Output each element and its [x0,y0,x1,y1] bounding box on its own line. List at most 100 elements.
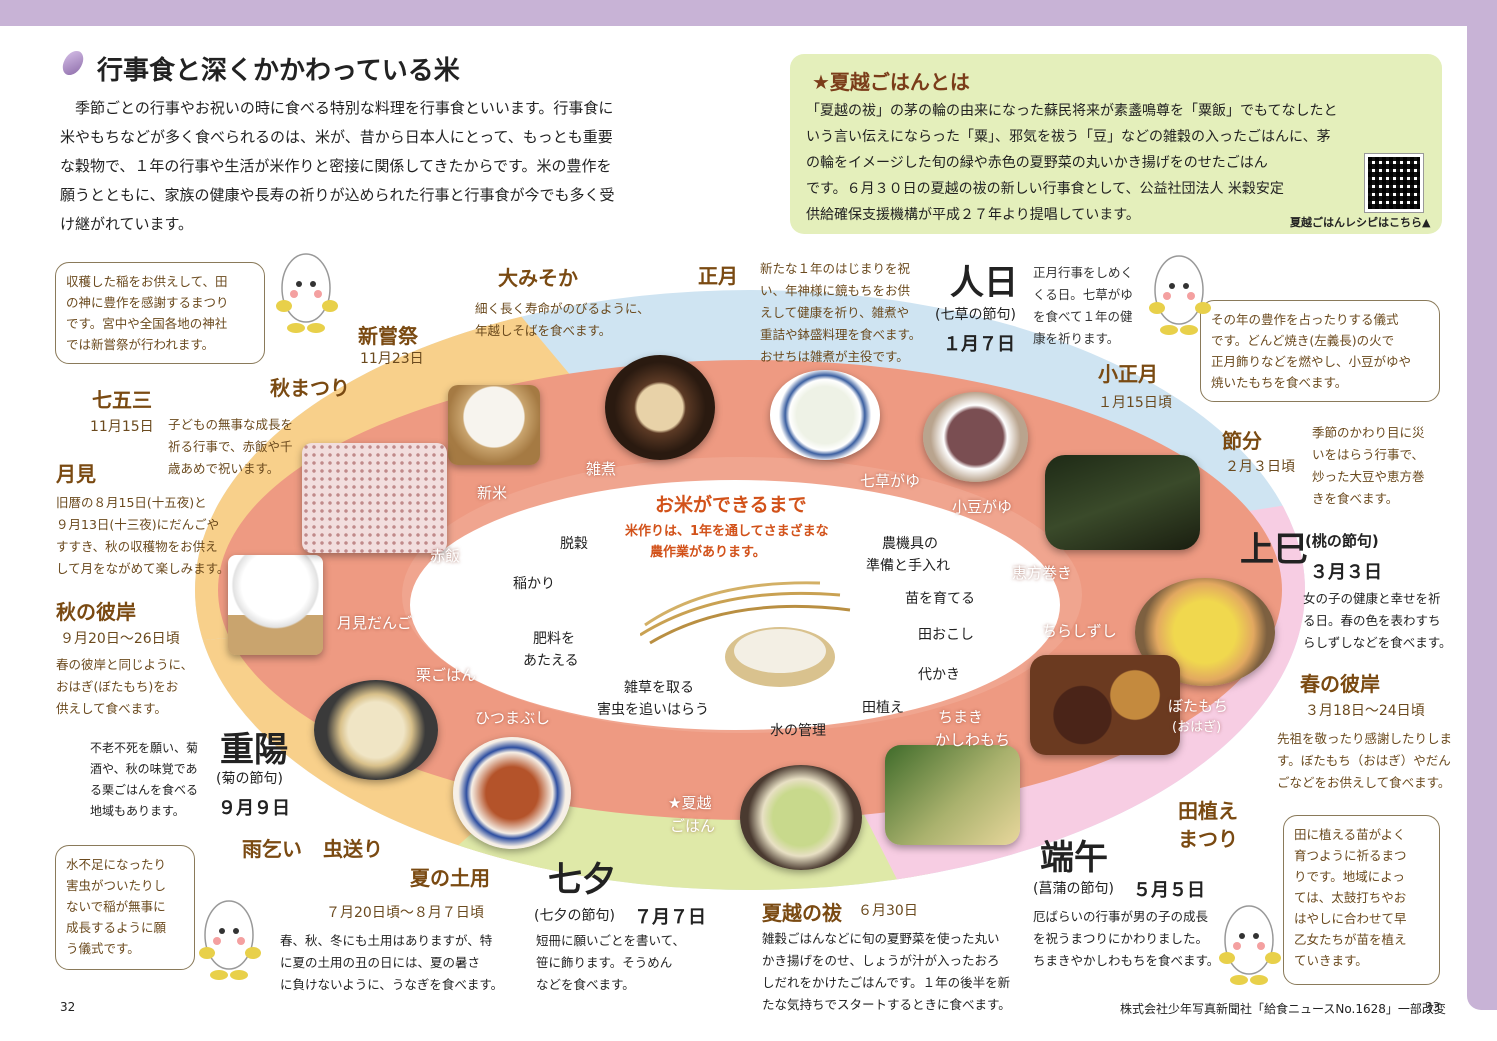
desc-line: 重詰や鉢盛料理を食べます。 [760,327,922,342]
nanakusa-photo [770,370,880,460]
step-dakkoku: 脱穀 [560,536,588,552]
leaf-icon [60,47,86,79]
bubble-line: の神に豊作を感謝するまつり [66,295,229,310]
bubble-line: ないで稲が無事に [66,899,166,914]
event-amagoi: 雨乞い [242,837,302,861]
date-koshogatsu: １月15日頃 [1098,395,1172,411]
qr-code-icon[interactable] [1364,153,1424,213]
food-label-nanakusa: 七草がゆ [860,472,921,490]
desc-line: 酒や、秋の味覚であ [90,762,198,776]
bubble-line: 焼いたもちを食べます。 [1211,375,1348,390]
food-label-chimaki: ちまき [938,708,984,726]
hitsumabushi-photo [453,737,571,849]
intro-line: 願うとともに、家族の健康や長寿の祈りが込められた行事と行事食が今でも多く受 [60,186,615,204]
food-label-chirashi: ちらしずし [1042,622,1117,640]
bubble-line: です。どんど焼き(左義長)の火で [1211,333,1395,348]
event-mushiokuri: 虫送り [323,837,383,861]
event-akimatsuri: 秋まつり [270,376,350,400]
date-jinjitsu: １月７日 [943,334,1015,355]
desc-line: 正月行事をしめく [1033,265,1134,280]
desc-tango: 厄ばらいの行事が男の子の成長 を祝うまつりにかわりました。 ちまきやかしわもちを… [1033,906,1219,972]
desc-jinjitsu: 正月行事をしめく くる日。七草がゆ を食べて１年の健 康を祈ります。 [1033,262,1133,350]
rice-character-icon [276,253,338,333]
date-choyo: ９月９日 [218,798,290,819]
nagoshi-line: です。６月３０日の夏越の祓の新しい行事食として、公益社団法人 米穀安定 [806,181,1284,197]
bubble-line: ていきます。 [1294,953,1368,968]
sekihan-photo [302,443,447,553]
step-taokoshi: 田おこし [918,627,974,643]
desc-line: 春の彼岸と同じように、 [56,657,194,672]
food-label-hitsumabushi: ひつまぶし [475,709,551,727]
bubble-line: 育つように祈るまつ [1294,848,1407,863]
bubble-niiname: 収穫した稲をお供えして、田 の神に豊作を感謝するまつり です。宮中や全国各地の神… [55,262,265,364]
desc-line: る栗ごはんを食べる [90,783,199,797]
nagoshi-box-title: ★夏越ごはんとは [812,70,970,94]
event-omisoka: 大みそか [498,266,578,290]
nagoshi-line: 「夏越の祓」の茅の輪の由来になった蘇民将来が素盞鳴尊を「粟飯」でもてなしたと [806,103,1338,119]
bubble-line: 水不足になったり [66,857,167,872]
event-doyo: 夏の土用 [410,866,490,890]
desc-tanabata: 短冊に願いごとを書いて、 笹に飾ります。そうめん などを食べます。 [536,930,685,996]
desc-line: たな気持ちでスタートするときに食べます。 [762,997,1011,1012]
desc-line: る日。春の色を表わすち [1303,613,1441,628]
desc-line: すすき、秋の収穫物をお供え [56,539,218,554]
desc-line: いをはらう行事で、 [1312,447,1425,462]
bubble-taue: 田に植える苗がよく 育つように祈るまつ りです。地域によっ ては、太鼓打ちやお … [1283,815,1440,985]
kurigohan-photo [314,680,438,780]
event-jinjitsu: 人日 [950,263,1018,303]
desc-choyo: 不老不死を願い、菊 酒や、秋の味覚であ る栗ごはんを食べる 地域もあります。 [90,738,198,822]
desc-line: きを食べます。 [1312,491,1399,506]
step-zasso: 雑草を取る [624,680,694,696]
desc-line: などを食べます。 [536,977,635,992]
bubble-line: 害虫がついたりし [66,878,167,893]
nagoshi-line: 供給確保支援機構が平成２７年より提唱しています。 [806,207,1140,223]
sub-tanabata: (七夕の節句) [534,908,615,924]
right-border-bar [1467,0,1497,1010]
rice-character-icon [1219,905,1281,985]
event-shichigosan: 七五三 [92,388,152,412]
date-haru-higan: ３月18日〜24日頃 [1305,703,1425,719]
event-joshi: 上巳 [1240,530,1308,570]
desc-line: かき揚げをのせ、しょうが汁が入ったおろ [762,953,1000,968]
page-number-right: 33 [1425,1000,1441,1014]
sub-jinjitsu: (七草の節句) [935,307,1016,323]
food-label-ohagi: (おはぎ) [1172,720,1222,735]
desc-line: 不老不死を願い、菊 [90,741,199,755]
date-tango: ５月５日 [1133,880,1205,901]
food-label-ehomaki: 恵方巻き [1012,564,1073,582]
step-mizu: 水の管理 [770,723,826,739]
botamochi-photo [1030,655,1180,755]
desc-line: ちまきやかしわもちを食べます。 [1033,953,1220,968]
desc-line: 季節のかわり目に災 [1312,425,1425,440]
desc-line: おはぎ(ぼたもち)をお [56,679,179,694]
intro-line: け継がれています。 [60,215,194,233]
step-taue: 田植え [862,700,904,716]
desc-line: ９月13日(十三夜)にだんごや [56,517,220,532]
event-setsubun: 節分 [1222,429,1262,453]
center-ellipse [410,480,1060,730]
food-label-azuki: 小豆がゆ [952,498,1013,516]
food-label-nagoshi: ★夏越 [668,794,712,812]
event-taue-2: まつり [1178,827,1238,851]
date-nagoshi: ６月30日 [858,903,918,919]
bubble-line: その年の豊作を占ったりする儀式 [1211,312,1399,327]
event-haru-higan: 春の彼岸 [1300,672,1380,696]
desc-line: い、年神様に鏡もちをお供 [760,283,911,298]
desc-line: 年越しそばを食べます。 [475,323,612,338]
desc-line: しだれをかけたごはんです。１年の後半を新 [762,975,1011,990]
credit-line: 株式会社少年写真新聞社「給食ニュースNo.1628」一部改変 [1120,1002,1446,1016]
center-subtitle: 米作りは、1年を通してさまざまな [625,524,829,539]
date-aki-higan: ９月20日〜26日頃 [60,631,180,647]
desc-line: 雑穀ごはんなどに旬の夏野菜を使った丸い [762,931,1000,946]
food-label-tsukimidango: 月見だんご [337,614,413,632]
bubble-line: です。宮中や全国各地の神社 [66,316,228,331]
desc-line: 祈る行事で、赤飯や千 [168,439,293,454]
desc-line: に負けないように、うなぎを食べます。 [280,977,504,992]
desc-line: 笹に飾ります。そうめん [536,955,673,970]
date-shichigosan: 11月15日 [90,419,154,435]
step-nokigu: 農機具の [882,536,938,552]
step-shirokaki: 代かき [918,667,960,683]
qr-caption[interactable]: 夏越ごはんレシピはこちら▲ [1290,216,1431,229]
step-inekari: 稲かり [513,576,555,592]
event-taue: 田植え [1178,799,1238,823]
